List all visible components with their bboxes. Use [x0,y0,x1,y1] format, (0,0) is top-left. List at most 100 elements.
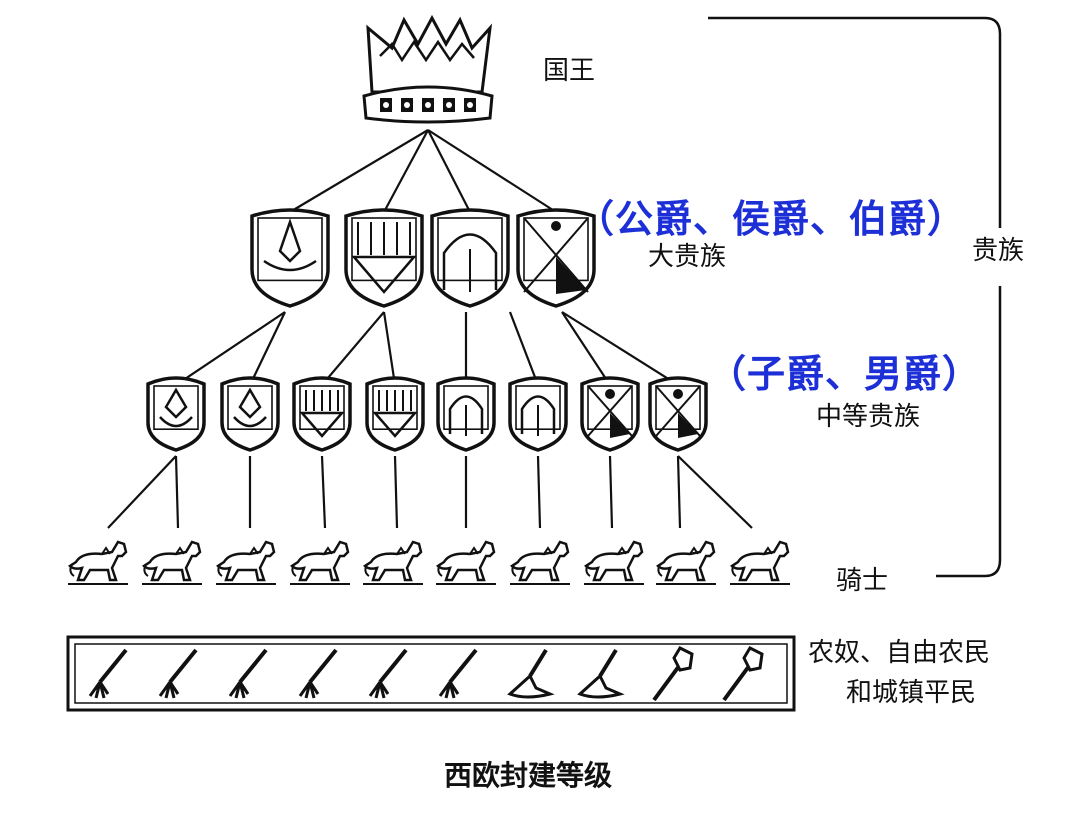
label-commoners-line2: 和城镇平民 [846,678,977,708]
horse-tail [437,563,443,577]
tool-handle [98,648,128,684]
horse-rider [396,546,406,555]
middle-shield-chevron [299,411,345,438]
tool-tines [158,681,180,699]
horse-tail [585,563,591,577]
horse-rider [543,546,553,555]
tool-handle [722,660,754,702]
horse-tail [364,563,370,577]
horse-body [730,540,790,582]
line-middle-to-knight-7 [536,455,542,529]
crown-jewel-dot-4 [446,102,452,108]
middle-shield-fill [678,413,698,438]
great-shield-chevron [351,255,417,294]
label-great-nobles-titles: （公爵、侯爵、伯爵） [576,197,967,241]
middle-shield-pattern [159,387,193,428]
tool-head [672,646,694,672]
tool-tines [88,681,110,699]
middle-shield-3 [508,376,568,452]
horse-rider [175,546,185,555]
line-great-to-middle-7 [561,311,611,386]
line-king-to-great-4 [427,129,557,213]
tool-handle [308,648,338,684]
middle-shield-3 [436,376,496,452]
horse-icon-8 [584,540,644,585]
line-great-to-middle-6 [508,311,540,386]
horse-rider [617,546,627,555]
horse-rider [763,546,773,555]
tool-head [742,646,764,672]
tool-icon-8 [577,648,625,699]
tool-handle [528,648,548,678]
line-middle-to-knight-8 [608,455,614,529]
middle-shield-inner-frame [227,385,273,431]
line-great-to-middle-3 [321,311,385,386]
horse-rider [101,546,111,555]
label-middle-nobles: 中等贵族 [816,402,921,432]
tool-handle [238,648,268,684]
middle-shield-dot [605,389,615,399]
horse-icon-5 [363,540,423,585]
horse-icon-10 [730,540,790,585]
horse-rider [249,546,259,555]
middle-shield-2 [292,376,352,452]
middle-noble-shields [146,376,708,452]
middle-shield-inner-frame [299,385,345,431]
line-middle-to-knight-1 [107,455,177,529]
tools-band-inner [74,643,788,704]
horse-body [142,540,202,582]
tool-handle [168,648,198,684]
great-shield-arch [442,233,498,290]
horse-rider [469,546,479,555]
tool-handle [652,660,684,702]
tool-blade [507,673,555,699]
horse-icon-4 [290,540,350,585]
tool-handle [448,648,478,684]
line-middle-to-knight-10 [677,455,753,529]
tool-icon-5 [368,648,408,699]
middle-shield-diagonal [655,385,701,437]
great-shield-pattern [263,218,317,272]
great-shield-3 [430,208,510,308]
line-middle-to-knight-4 [320,455,327,529]
middle-shield-inner-frame [372,385,418,431]
great-shield-inner-frame [351,217,417,282]
line-king-to-great-1 [289,129,429,213]
middle-shield-arch [448,395,484,434]
middle-shield-4 [648,376,708,452]
label-nobility: 贵族 [972,236,1025,266]
tool-icon-3 [228,648,268,699]
great-shield-2 [344,208,424,308]
line-middle-to-knight-5 [393,455,399,529]
label-king: 国王 [543,56,596,86]
tool-icon-7 [507,648,555,699]
middle-shield-pattern [233,387,267,428]
line-king-to-great-2 [383,129,429,213]
bracket-top-segment [708,16,1002,228]
line-great-to-middle-2 [249,311,286,386]
tool-tines [368,681,390,699]
middle-shield-outline [220,376,280,452]
crown-jewel-dot-5 [467,102,473,108]
middle-shield-4 [580,376,640,452]
horse-tail [217,563,223,577]
label-commoners-line1: 农奴、自由农民 [808,638,991,668]
horse-tail [143,563,149,577]
middle-shield-diagonal [587,385,633,437]
horse-body [68,540,128,582]
horse-icon-6 [436,540,496,585]
horse-body [363,540,423,582]
horse-icon-1 [68,540,128,585]
commoner-tools [66,635,796,712]
horse-tail [291,563,297,577]
diagram-caption: 西欧封建等级 [444,759,613,792]
horse-icon-9 [656,540,716,585]
line-great-to-middle-4 [382,311,397,386]
horse-icon-3 [216,540,276,585]
tool-icon-6 [438,648,478,699]
great-shield-outline [250,208,330,308]
label-knights: 骑士 [836,566,889,596]
middle-shield-fill [610,413,630,438]
